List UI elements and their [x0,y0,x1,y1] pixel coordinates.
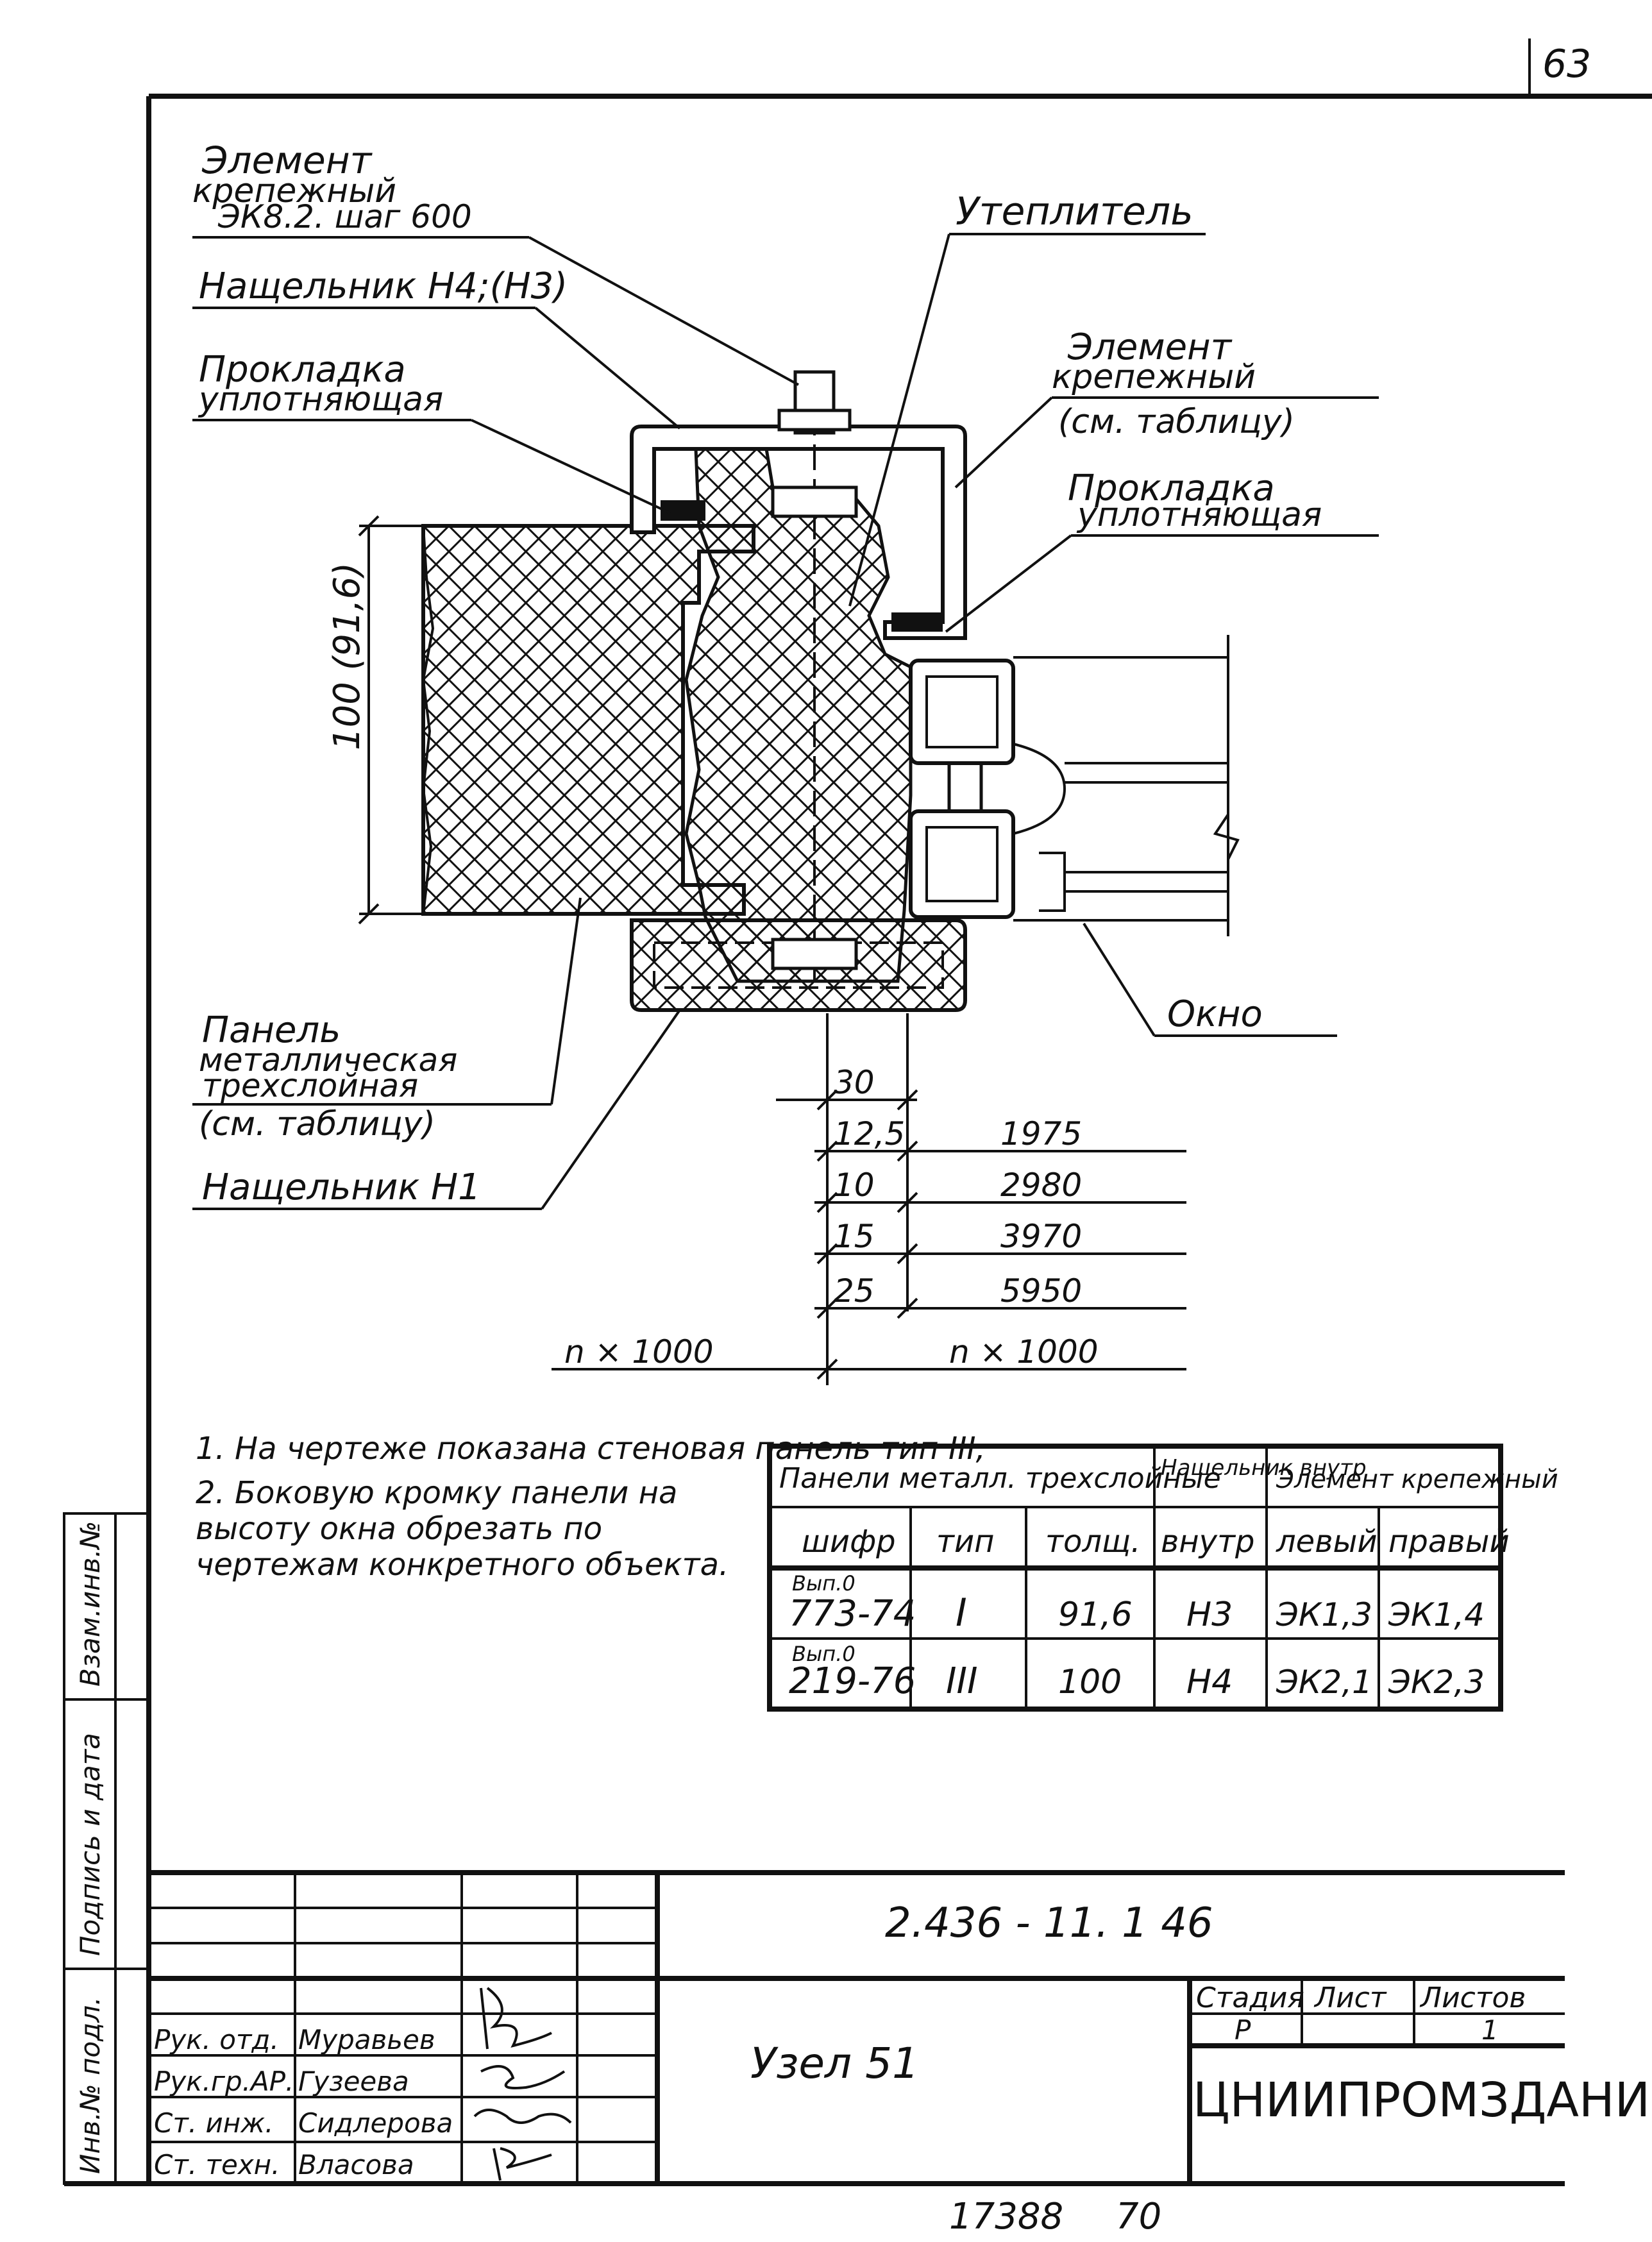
label-gasket-left-1: Прокладка [199,349,406,391]
label-panel-2: металлическая [199,1041,457,1079]
name-0: Муравьев [298,2024,435,2055]
dim-row-2-right: 2980 [1000,1167,1082,1204]
dim-row-4-left: 25 [834,1272,875,1310]
dim-bottom-left: n × 1000 [564,1333,714,1370]
dim-row-1-right: 1975 [1000,1115,1082,1152]
dim-row-1-left: 12,5 [834,1115,905,1152]
col-type: тип [936,1524,995,1560]
signatures [473,1987,572,2181]
col-left: левый [1276,1524,1378,1560]
row-0-left: ЭК1,3 [1276,1596,1372,1633]
batten-h4 [630,425,967,640]
gasket-right [891,612,943,632]
sheet-title: Узел 51 [750,2039,919,2088]
stage-value: Р [1235,2014,1251,2046]
stamp-replace-label: Взам.инв.№ [74,1521,106,1687]
window-frame [909,635,1240,936]
row-1-type: III [946,1660,978,1702]
row-1-thick: 100 [1058,1663,1122,1701]
name-1: Гузеева [298,2066,409,2097]
label-fastener-top-3: ЭК8.2. шаг 600 [217,198,472,235]
sheets-value: 1 [1481,2014,1499,2046]
row-0-type: I [956,1590,967,1635]
bolt-nut-bottom [771,938,858,970]
spec-table: Панели металл. трехслойные Нащельник вну… [767,1444,1558,1712]
gasket-left [661,500,705,521]
role-1: Рук.гр.АР. [154,2066,294,2097]
col-right: правый [1388,1524,1510,1560]
dimension-ladder: 30 12,5 1975 10 2980 15 3970 25 5950 n ×… [552,1013,1186,1385]
insulation-core [684,447,913,983]
label-fastener-top-1: Элемент [201,139,373,182]
role-2: Ст. инж. [154,2107,273,2139]
doc-code: 2.436 - 11. 1 46 [885,1900,1213,1947]
panel-break-line [421,525,435,914]
row-1-right: ЭК2,3 [1388,1664,1485,1701]
sheets-label: Листов [1419,1982,1526,2014]
stamp-inv-label: Инв.№ подл. [74,1997,106,2174]
row-1-prefix: Вып.0 [792,1642,856,1666]
table-group-header: Панели металл. трехслойные [779,1462,1221,1495]
role-0: Рук. отд. [154,2024,279,2055]
dim-row-0-left: 30 [834,1064,875,1101]
row-1-left: ЭК2,1 [1276,1664,1372,1701]
label-panel-3: трехслойная [202,1067,418,1104]
name-2: Сидлерова [298,2107,453,2139]
role-3: Ст. техн. [154,2149,280,2180]
table-element-header: Элемент крепежный [1276,1465,1558,1494]
note-2: 2. Боковую кромку панели на высоту окна … [196,1475,729,1583]
row-1-batten: Н4 [1186,1663,1233,1701]
callouts: Элемент крепежный ЭК8.2. шаг 600 Нащельн… [192,139,1379,1210]
label-window: Окно [1167,993,1263,1035]
table-batten-header: Нащельник внутр [1161,1455,1367,1481]
label-panel-4: (см. таблицу) [199,1105,435,1143]
row-0-thick: 91,6 [1058,1596,1133,1634]
row-0-right: ЭК1,4 [1388,1596,1485,1633]
dim-row-4-right: 5950 [1000,1272,1082,1310]
dim-row-2-left: 10 [834,1167,875,1204]
label-fastener-right-3: (см. таблицу) [1058,403,1295,441]
label-fastener-right-1: Элемент [1067,326,1233,368]
row-1-cipher: 219-76 [789,1660,916,1702]
label-fastener-right-2: крепежный [1052,358,1256,396]
side-stamp: Инв.№ подл. Подпись и дата Взам.инв.№ [63,1512,150,2185]
label-batten-h4: Нащельник Н4;(Н3) [199,266,568,307]
row-0-batten: Н3 [1186,1596,1233,1634]
title-block: 2.436 - 11. 1 46 Узел 51 Стадия Лист Лис… [149,1870,1652,2184]
dim-row-3-left: 15 [834,1218,875,1255]
sheet-label: Лист [1313,1982,1387,2014]
label-fastener-top-2: крепежный [192,172,396,210]
label-gasket-right-2: уплотняющая [1076,496,1322,534]
height-dim-text: 100 (91,6) [326,562,368,750]
name-3: Власова [298,2149,414,2180]
dim-bottom-right: n × 1000 [949,1333,1099,1370]
row-0-cipher: 773-74 [789,1593,916,1635]
col-batten: внутр [1161,1524,1255,1560]
label-gasket-left-2: уплотняющая [198,380,443,419]
org-name: ЦНИИПРОМЗДАНИЙ [1193,2071,1652,2128]
label-panel-1: Панель [202,1009,341,1051]
footer-suffix: 70 [1116,2196,1161,2238]
stamp-sign-label: Подпись и дата [74,1733,106,1956]
label-insulation: Утеплитель [956,189,1193,234]
dim-row-3-right: 3970 [1000,1218,1082,1255]
row-0-prefix: Вып.0 [792,1571,856,1596]
bolt-nut-top [771,485,858,518]
col-cipher: шифр [802,1524,896,1560]
label-batten-h1: Нащельник Н1 [202,1167,481,1208]
label-gasket-right-1: Прокладка [1068,468,1275,509]
stage-label: Стадия [1196,1982,1304,2014]
page-number: 63 [1542,42,1591,87]
col-thick: толщ. [1045,1524,1140,1560]
footer-number: 17388 [949,2196,1063,2238]
node-drawing: 100 (91,6) [326,370,1240,1012]
